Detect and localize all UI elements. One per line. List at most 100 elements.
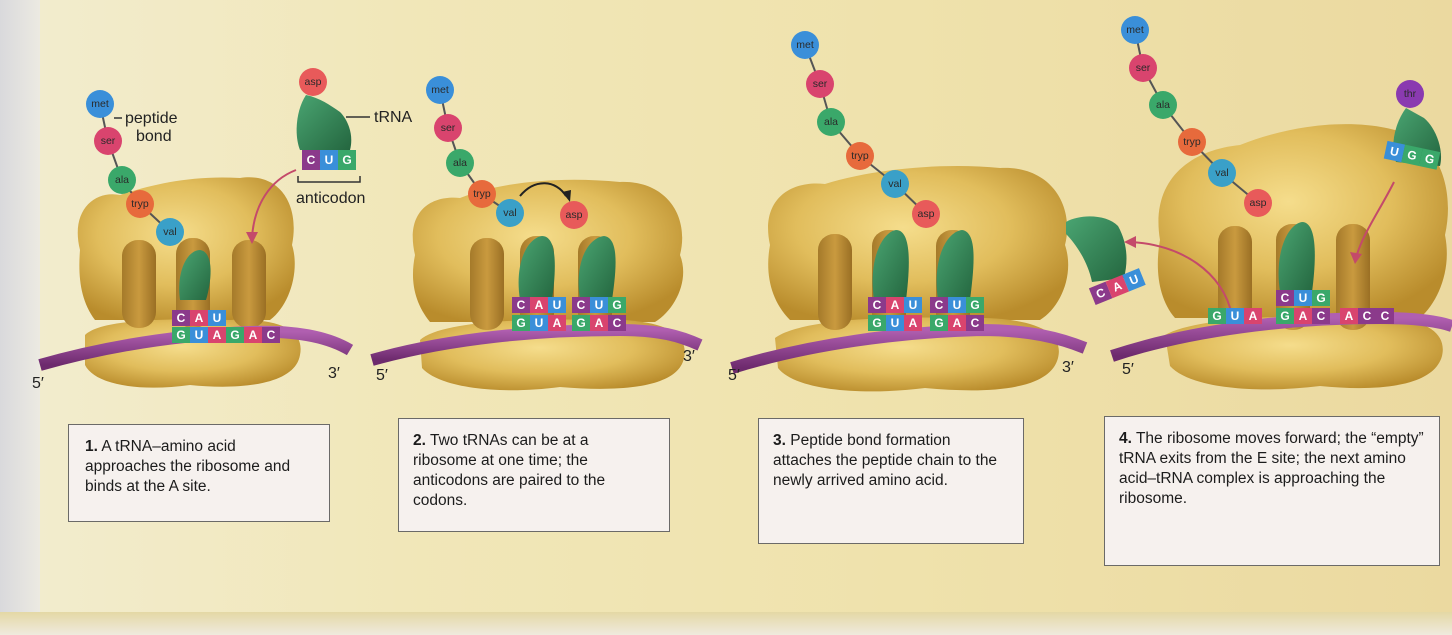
nucleotide: G xyxy=(970,298,979,312)
ribosome-a-site xyxy=(232,240,266,328)
amino-acid-label: val xyxy=(1215,167,1228,179)
nucleotide: C xyxy=(613,316,622,330)
nucleotide: U xyxy=(953,298,962,312)
incoming-trna xyxy=(297,95,352,150)
nucleotide: U xyxy=(891,316,900,330)
nucleotide: A xyxy=(891,298,900,312)
ribosome-e-site xyxy=(122,240,156,328)
five-prime-label: 5′ xyxy=(728,367,740,384)
amino-acid-label: ser xyxy=(813,78,828,90)
amino-acid-label: asp xyxy=(1250,197,1267,209)
amino-acid-label: asp xyxy=(918,208,935,220)
nucleotide: U xyxy=(909,298,918,312)
amino-acid-label: met xyxy=(1126,24,1144,36)
nucleotide: G xyxy=(576,316,585,330)
nucleotide: G xyxy=(516,316,525,330)
caption-step-4: 4. The ribosome moves forward; the “empt… xyxy=(1104,416,1440,566)
caption-text: The ribosome moves forward; the “empty” … xyxy=(1119,430,1424,507)
nucleotide: G xyxy=(1316,291,1325,305)
nucleotide: U xyxy=(213,311,222,325)
nucleotide: U xyxy=(1299,291,1308,305)
nucleotide: C xyxy=(1381,309,1390,323)
panel-1: met ser ala tryp val peptide bond asp tR… xyxy=(32,68,413,392)
nucleotide: G xyxy=(1280,309,1289,323)
panel-3: met ser ala tryp val asp C A U C U G G U… xyxy=(728,31,1085,391)
nucleotide: A xyxy=(1345,309,1354,323)
anticodon-label: anticodon xyxy=(296,190,365,207)
caption-number: 3. xyxy=(773,432,786,449)
caption-text: Two tRNAs can be at a ribosome at one ti… xyxy=(413,432,605,509)
panel-4: met ser ala tryp val asp thr U G G C A U xyxy=(1066,16,1452,389)
amino-acid-label: met xyxy=(91,98,109,110)
nucleotide: G xyxy=(612,298,621,312)
amino-acid-label: val xyxy=(163,226,176,238)
caption-number: 2. xyxy=(413,432,426,449)
caption-step-1: 1. A tRNA–amino acid approaches the ribo… xyxy=(68,424,330,522)
amino-acid-label: ala xyxy=(1156,99,1170,111)
panel-2: met ser ala tryp val asp C A U C U G G U… xyxy=(372,76,700,390)
nucleotide: G xyxy=(230,328,239,342)
five-prime-label: 5′ xyxy=(1122,361,1134,378)
nucleotide: A xyxy=(1299,309,1308,323)
nucleotide: A xyxy=(249,328,258,342)
amino-acid-label: met xyxy=(431,84,449,96)
amino-acid-label: tryp xyxy=(1183,136,1201,148)
nucleotide: A xyxy=(213,328,222,342)
nucleotide: G xyxy=(1212,309,1221,323)
nucleotide: A xyxy=(553,316,562,330)
peptide-label: peptide xyxy=(125,110,178,127)
nucleotide: G xyxy=(176,328,185,342)
amino-acid-label: asp xyxy=(566,209,583,221)
nucleotide: C xyxy=(177,311,186,325)
caption-number: 4. xyxy=(1119,430,1132,447)
amino-acid-label: tryp xyxy=(851,150,869,162)
amino-acid-label: met xyxy=(796,39,814,51)
nucleotide: C xyxy=(1363,309,1372,323)
nucleotide: A xyxy=(1249,309,1258,323)
amino-acid-label: ala xyxy=(115,174,129,186)
nucleotide: C xyxy=(517,298,526,312)
amino-acid-label: ala xyxy=(453,157,467,169)
nucleotide: G xyxy=(342,153,351,167)
nucleotide: C xyxy=(267,328,276,342)
nucleotide: C xyxy=(971,316,980,330)
exiting-trna xyxy=(1066,216,1126,282)
nucleotide: U xyxy=(553,298,562,312)
nucleotide: C xyxy=(577,298,586,312)
nucleotide: C xyxy=(1317,309,1326,323)
nucleotide: U xyxy=(325,153,334,167)
ribosome-e-site xyxy=(818,234,852,330)
amino-acid-label: asp xyxy=(305,76,322,88)
bond-label: bond xyxy=(136,128,172,145)
three-prime-label: 3′ xyxy=(683,348,695,365)
caption-text: A tRNA–amino acid approaches the ribosom… xyxy=(85,438,290,495)
amino-acid-label: ser xyxy=(1136,62,1151,74)
ribosome-e-site xyxy=(470,238,504,330)
amino-acid-label: ala xyxy=(824,116,838,128)
nucleotide: U xyxy=(535,316,544,330)
nucleotide: A xyxy=(595,316,604,330)
caption-step-3: 3. Peptide bond formation attaches the p… xyxy=(758,418,1024,544)
nucleotide: G xyxy=(934,316,943,330)
amino-acid-label: tryp xyxy=(473,188,491,200)
amino-acid-label: val xyxy=(503,207,516,219)
five-prime-label: 5′ xyxy=(376,367,388,384)
nucleotide: U xyxy=(595,298,604,312)
five-prime-label: 5′ xyxy=(32,375,44,392)
amino-acid-label: val xyxy=(888,178,901,190)
trna-label: tRNA xyxy=(374,109,413,126)
amino-acid-label: tryp xyxy=(131,198,149,210)
caption-step-2: 2. Two tRNAs can be at a ribosome at one… xyxy=(398,418,670,532)
nucleotide: A xyxy=(953,316,962,330)
nucleotide: U xyxy=(1231,309,1240,323)
nucleotide: C xyxy=(873,298,882,312)
nucleotide: A xyxy=(195,311,204,325)
nucleotide: G xyxy=(872,316,881,330)
nucleotide: U xyxy=(195,328,204,342)
amino-acid-label: ser xyxy=(441,122,456,134)
amino-acid-label: ser xyxy=(101,135,116,147)
caption-number: 1. xyxy=(85,438,98,455)
ribosome-large-subunit xyxy=(768,166,1068,320)
caption-text: Peptide bond formation attaches the pept… xyxy=(773,432,997,489)
